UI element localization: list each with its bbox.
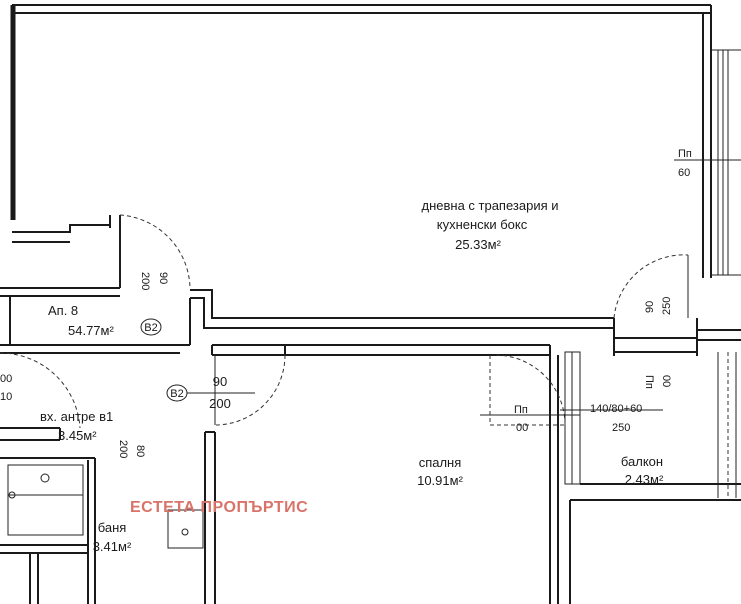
- door-hall-a: 90: [157, 272, 169, 284]
- balcony-name: балкон: [621, 454, 663, 469]
- living-window: [674, 49, 741, 276]
- entry-walls: [0, 427, 216, 604]
- living-room-line2: кухненски бокс: [437, 217, 528, 232]
- bath-area: 3.41м²: [93, 539, 132, 554]
- door-main-height: 200: [209, 396, 231, 411]
- door-entry-b: 200: [117, 440, 129, 458]
- door-left-a: 00: [0, 373, 12, 385]
- bedroom-area: 10.91м²: [417, 473, 463, 488]
- bath-fixtures: [7, 464, 204, 549]
- balcony-door-frame-size: 140/80+60: [590, 403, 642, 415]
- window-balcony-code: Пп: [643, 375, 655, 389]
- apartment-badge: B2: [140, 318, 162, 336]
- living-room-area: 25.33м²: [455, 237, 501, 252]
- balcony-area: 2.43м²: [625, 472, 664, 487]
- door-main-width: 90: [213, 374, 227, 389]
- window-living-code: Пп: [678, 148, 692, 160]
- living-room-walls: [10, 4, 741, 356]
- balcony-door-frame-height: 250: [612, 422, 630, 434]
- window-balcony-size: 00: [660, 375, 672, 387]
- entry-name: вх. антре в1: [40, 409, 113, 424]
- balcony-walls: [560, 351, 741, 604]
- door-badge: B2: [166, 384, 188, 402]
- living-room-line1: дневна с трапезария и: [421, 198, 558, 213]
- window-bedroom-size: 00: [516, 422, 528, 434]
- door-entry-a: 80: [134, 445, 146, 457]
- watermark: ЕСТЕТА ПРОПЪРТИС: [130, 499, 308, 516]
- door-badge-label: B2: [170, 388, 183, 400]
- window-bedroom-code: Пп: [514, 404, 528, 416]
- door-balcony-b: 250: [661, 297, 673, 315]
- bath-name: баня: [98, 520, 127, 535]
- door-hall-b: 200: [139, 272, 151, 290]
- apartment-area: 54.77м²: [68, 323, 114, 338]
- apartment-name: Ап. 8: [48, 303, 78, 318]
- entry-area: 3.45м²: [58, 428, 97, 443]
- door-swings: [0, 214, 689, 429]
- window-living-size: 60: [678, 167, 690, 179]
- door-balcony-a: 90: [644, 301, 656, 313]
- door-left-b: 10: [0, 391, 12, 403]
- bedroom-name: спалня: [419, 455, 462, 470]
- hall-walls: [0, 287, 559, 604]
- apartment-badge-label: B2: [144, 322, 157, 334]
